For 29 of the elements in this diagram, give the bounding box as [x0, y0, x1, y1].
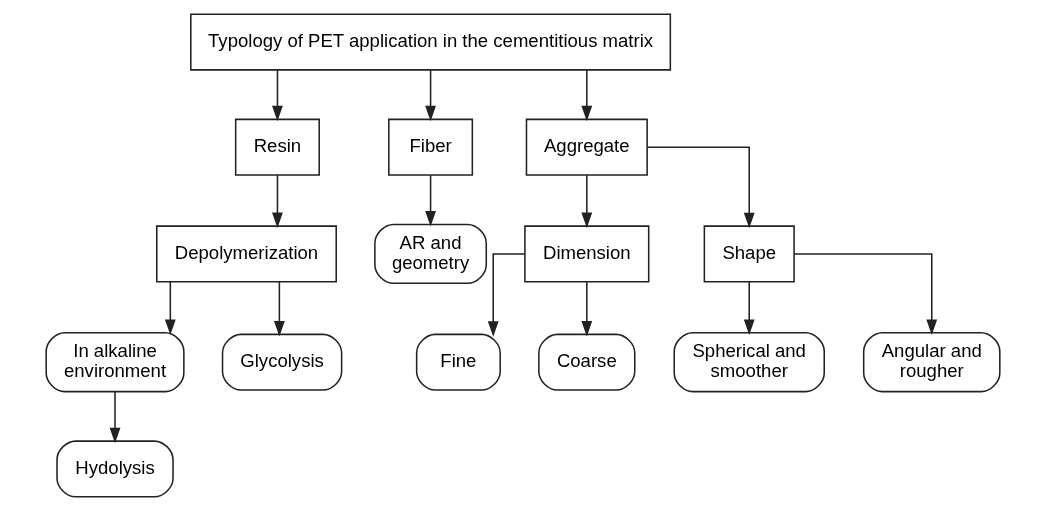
arrow [580, 69, 592, 122]
node-box: Fine [415, 333, 501, 391]
arrow [164, 281, 176, 335]
arrow [424, 69, 436, 122]
arrow [109, 391, 120, 444]
arrow [271, 174, 283, 229]
node-box: Angular and rougher [862, 332, 1001, 393]
node-box: Coarse [537, 333, 636, 391]
node-box: Typology of PET application in the cementitious matrix [189, 13, 671, 71]
node-box: Fiber [387, 118, 473, 176]
node-box: Spherical and smoother [672, 332, 825, 393]
arrow [487, 253, 526, 337]
node-box: Dimension [523, 225, 649, 283]
arrow [793, 253, 937, 335]
node-box: Aggregate [525, 118, 648, 176]
node-box: In alkaline environment [44, 332, 185, 393]
arrow [646, 146, 755, 229]
arrow [271, 69, 283, 122]
arrow [743, 281, 755, 335]
arrow [580, 174, 592, 229]
node-box: Shape [703, 225, 795, 283]
node-box: Resin [234, 118, 320, 176]
arrow [580, 281, 592, 337]
node-box: Depolymerization [155, 225, 337, 283]
node-box: AR and geometry [373, 223, 487, 285]
arrow [273, 281, 285, 337]
node-box: Hydolysis [55, 440, 174, 498]
node-box: Glycolysis [221, 333, 342, 391]
arrow [424, 174, 436, 227]
